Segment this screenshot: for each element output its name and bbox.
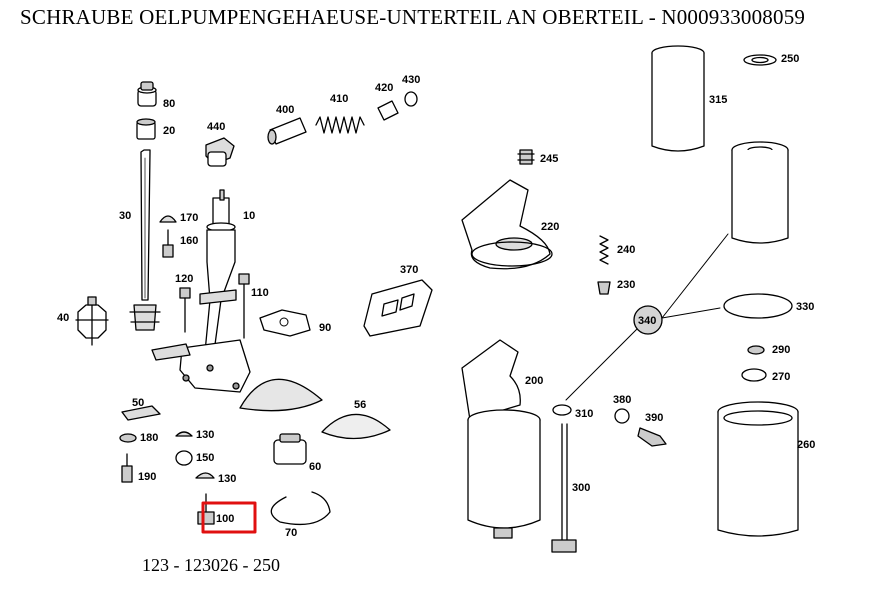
part-120-bolt[interactable] [179,287,191,333]
label-170: 170 [180,212,198,224]
part-430-ring[interactable] [404,91,418,107]
label-430: 430 [402,74,420,86]
label-300: 300 [572,482,590,494]
part-240-spring[interactable] [599,235,609,265]
label-245: 245 [540,153,558,165]
part-90-gasket[interactable] [259,309,311,337]
label-130b: 130 [218,473,236,485]
part-380-ring[interactable] [614,408,630,424]
label-110: 110 [251,287,269,299]
part-20-bushing[interactable] [136,118,156,140]
label-380: 380 [613,394,631,406]
label-370: 370 [400,264,418,276]
label-120: 120 [175,273,193,285]
page-title: SCHRAUBE OELPUMPENGEHAEUSE-UNTERTEIL AN … [20,5,806,29]
part-370-gasket[interactable] [363,279,433,337]
label-310: 310 [575,408,593,420]
label-100[interactable]: 100 [216,513,234,525]
part-50-bracket[interactable] [121,405,161,421]
label-50: 50 [132,397,144,409]
part-200-filter-assembly[interactable] [461,339,541,539]
part-130b-clip[interactable] [195,472,215,479]
oil-strainer [239,378,323,412]
document-number: 123 - 123026 - 250 [142,555,280,575]
part-30-drive-shaft[interactable] [129,149,161,331]
label-30: 30 [119,210,131,222]
part-310-washer[interactable] [552,404,572,416]
label-230: 230 [617,279,635,291]
label-200: 200 [525,375,543,387]
label-315: 315 [709,94,727,106]
part-250-seal[interactable] [743,54,777,66]
part-220-filter-head[interactable] [461,179,553,270]
part-315-filter-element[interactable] [651,45,705,152]
part-260-filter-top[interactable] [731,141,789,244]
part-270-washer[interactable] [741,368,767,382]
label-160: 160 [180,235,198,247]
label-340[interactable]: 340 [638,315,656,327]
label-400: 400 [276,104,294,116]
part-80-cap[interactable] [137,81,157,107]
part-130-clip[interactable] [175,431,193,437]
part-420-sleeve[interactable] [377,100,399,121]
part-410-spring[interactable] [315,116,365,134]
label-150: 150 [196,452,214,464]
label-390: 390 [645,412,663,424]
label-420: 420 [375,82,393,94]
part-70-circlip[interactable] [270,491,331,526]
part-400-piston[interactable] [267,117,307,145]
label-290: 290 [772,344,790,356]
part-390-valve[interactable] [637,427,667,447]
part-290-seal[interactable] [747,345,765,355]
label-330: 330 [796,301,814,313]
part-170-clip[interactable] [159,215,177,223]
highlight-box-100 [201,501,257,534]
label-410: 410 [330,93,348,105]
label-70: 70 [285,527,297,539]
part-340-callout[interactable] [633,305,663,335]
label-20: 20 [163,125,175,137]
part-230-valve[interactable] [597,281,611,295]
part-100-screw[interactable] [197,493,215,525]
label-90: 90 [319,322,331,334]
label-10: 10 [243,210,255,222]
part-245-valve[interactable] [517,149,535,165]
part-150-nut[interactable] [175,450,193,466]
label-130: 130 [196,429,214,441]
label-260: 260 [797,439,815,451]
label-220: 220 [541,221,559,233]
part-56-cover[interactable] [321,413,391,440]
part-180-washer[interactable] [119,433,137,443]
label-56: 56 [354,399,366,411]
part-300-bolt[interactable] [551,423,577,553]
part-190-bolt[interactable] [121,453,133,483]
label-240: 240 [617,244,635,256]
part-10-pump-housing[interactable] [151,189,251,393]
part-260-canister[interactable] [717,401,799,537]
label-270: 270 [772,371,790,383]
part-160-bolt[interactable] [162,229,174,258]
part-40-gear[interactable] [75,296,109,346]
part-60-plug[interactable] [273,433,307,465]
label-440: 440 [207,121,225,133]
part-330-o-ring[interactable] [723,293,793,319]
label-180: 180 [140,432,158,444]
label-80: 80 [163,98,175,110]
label-190: 190 [138,471,156,483]
part-440-plug[interactable] [205,137,235,167]
part-110-bolt[interactable] [238,273,250,339]
label-40: 40 [57,312,69,324]
label-250: 250 [781,53,799,65]
label-60: 60 [309,461,321,473]
